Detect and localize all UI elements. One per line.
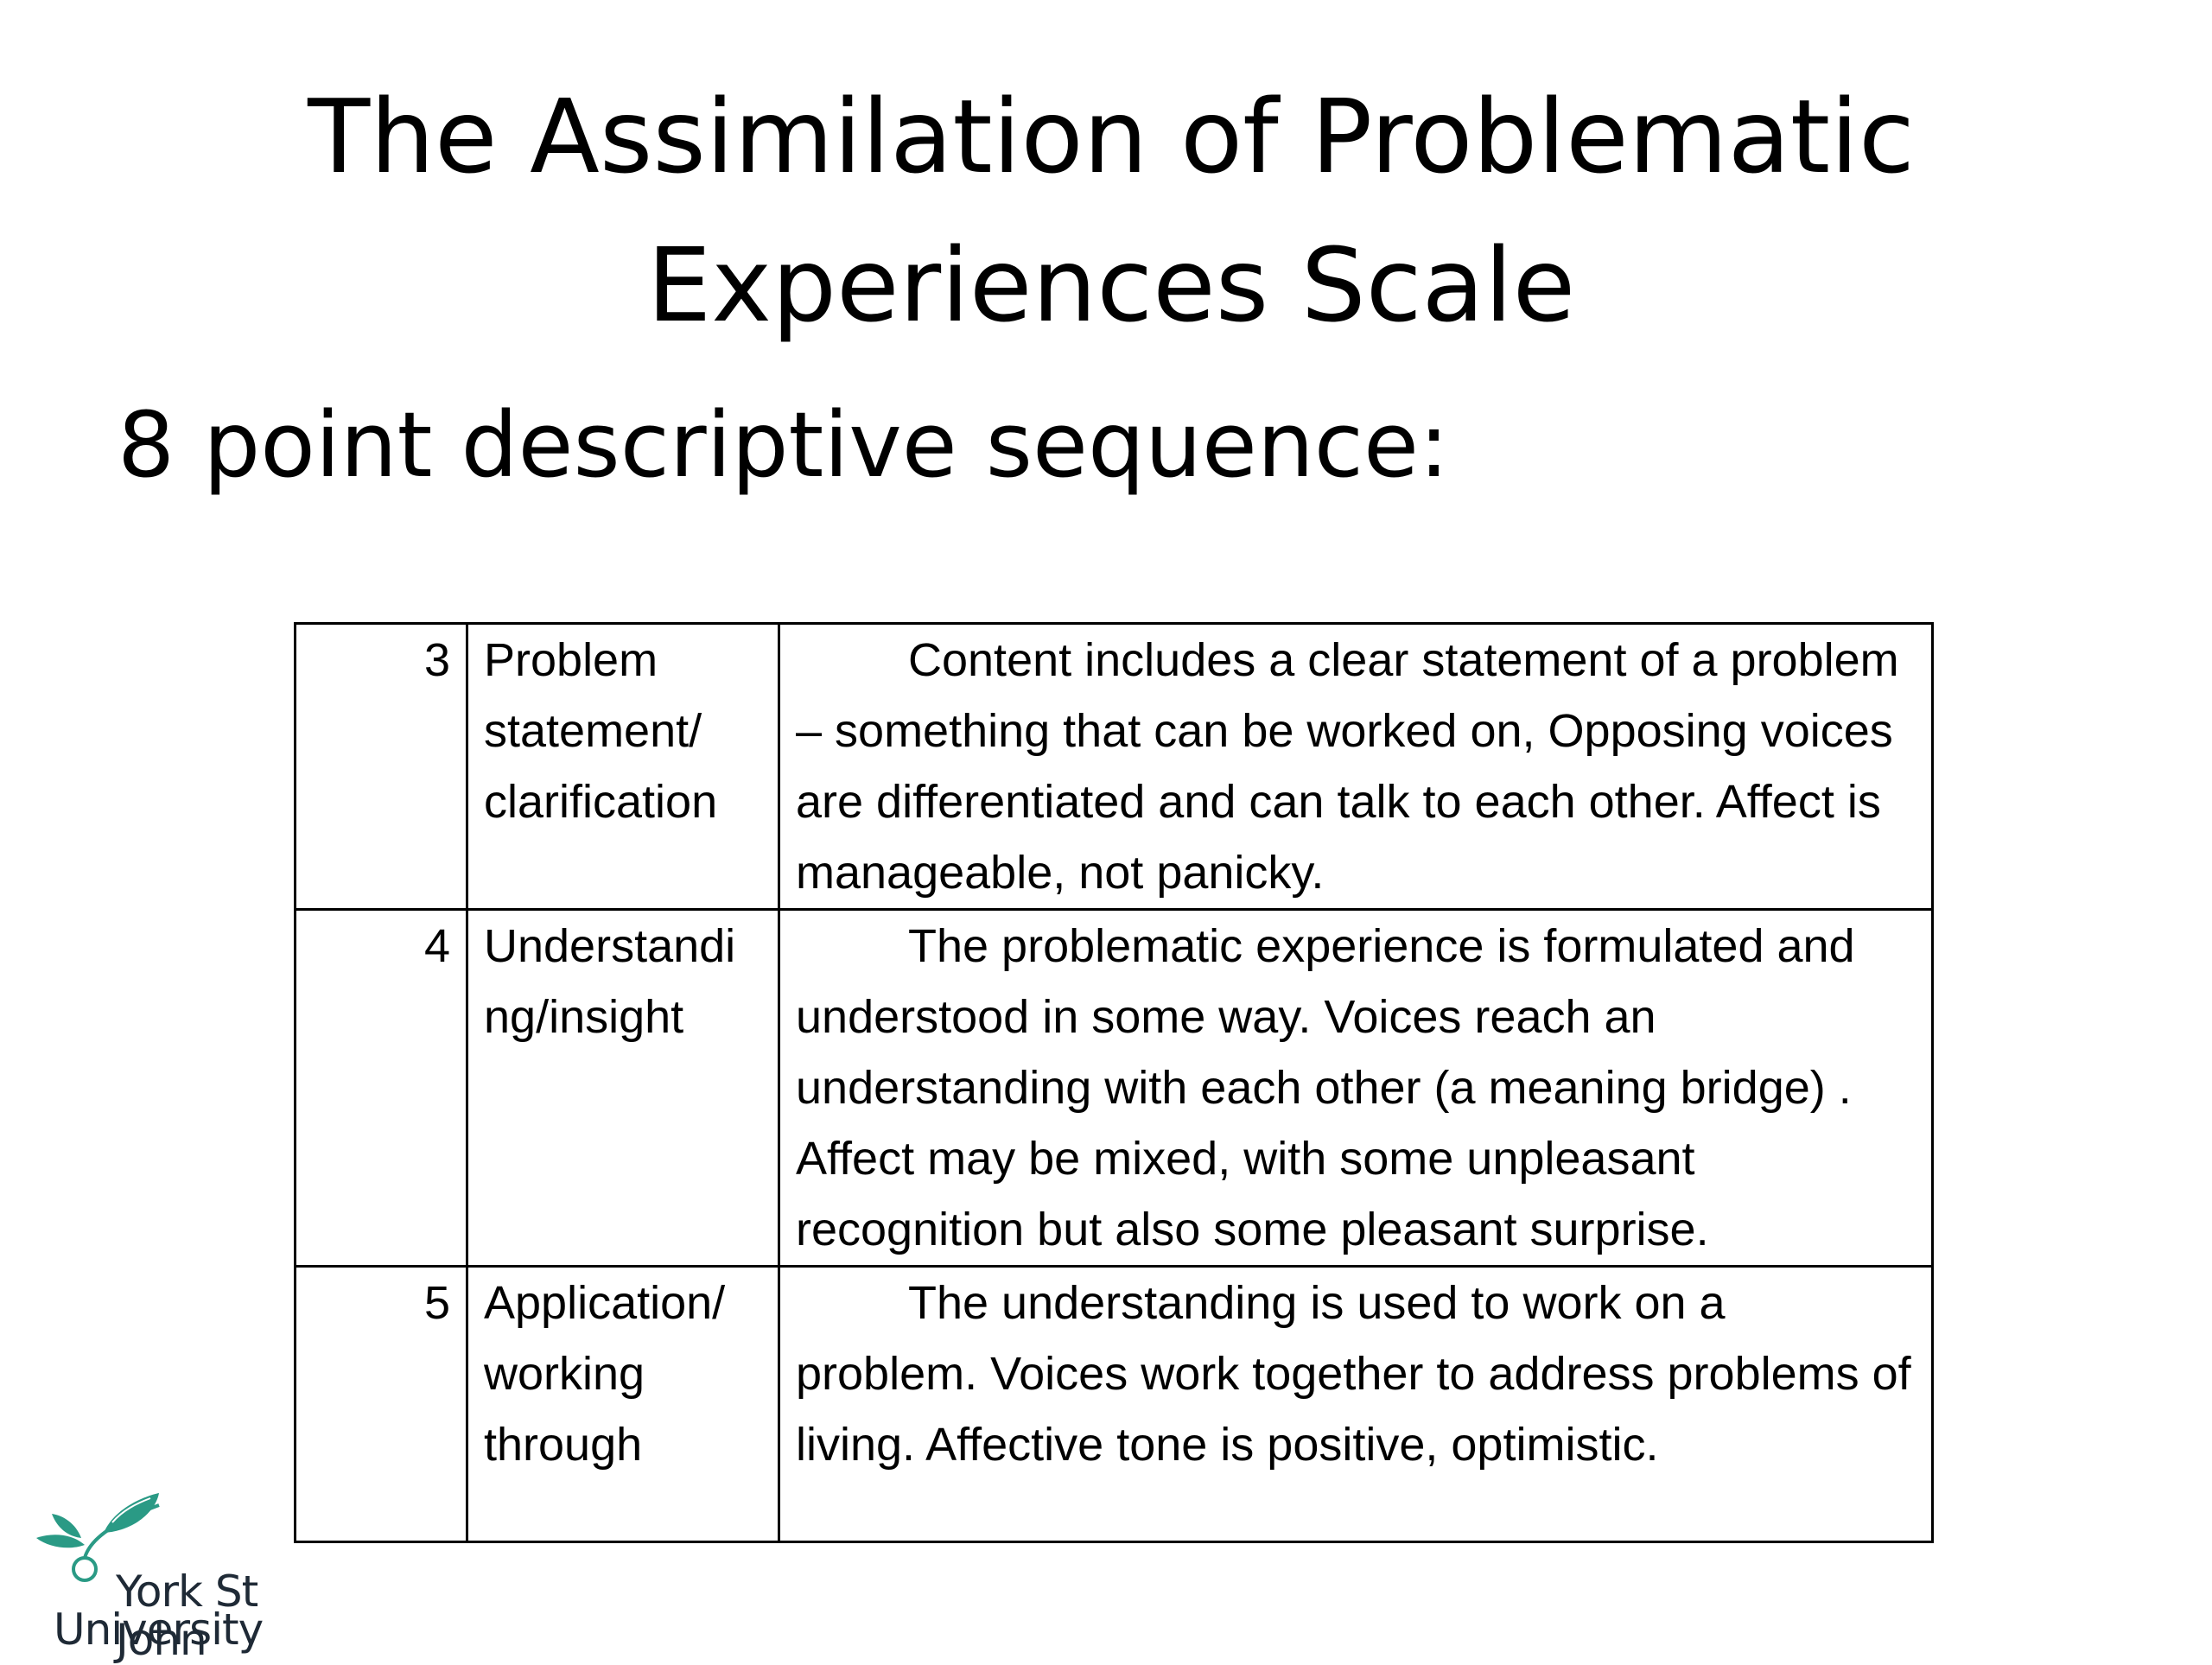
stage-number: 5 xyxy=(423,1277,450,1329)
stage-name: Understandi ng/insight xyxy=(484,920,736,1043)
slide-title-line-2: Experiences Scale xyxy=(646,226,1576,345)
table-row: 3 Problem statement/ clarification Conte… xyxy=(294,622,1934,911)
stage-description-cell: Content includes a clear statement of a … xyxy=(778,622,1934,911)
stage-number-cell: 5 xyxy=(294,1265,468,1543)
stage-number-cell: 4 xyxy=(294,908,468,1268)
table-row: 4 Understandi ng/insight The problematic… xyxy=(294,908,1934,1268)
assimilation-scale-table: 3 Problem statement/ clarification Conte… xyxy=(294,622,1934,1543)
stage-number-cell: 3 xyxy=(294,622,468,911)
stage-name-cell: Problem statement/ clarification xyxy=(466,622,780,911)
stage-name: Application/ working through xyxy=(484,1277,726,1471)
university-logo: York St John University xyxy=(29,1488,358,1664)
slide-title: The Assimilation of Problematic Experien… xyxy=(0,62,2212,359)
stage-description-cell: The understanding is used to work on a p… xyxy=(778,1265,1934,1543)
stage-description-cell: The problematic experience is formulated… xyxy=(778,908,1934,1268)
slide-title-line-1: The Assimilation of Problematic xyxy=(308,77,1915,196)
logo-text-line-2: University xyxy=(54,1605,264,1655)
stage-name-cell: Application/ working through xyxy=(466,1265,780,1543)
table-row: 5 Application/ working through The under… xyxy=(294,1265,1934,1543)
stage-name-cell: Understandi ng/insight xyxy=(466,908,780,1268)
stage-description: Content includes a clear statement of a … xyxy=(796,634,1899,899)
leaf-sprig-icon xyxy=(36,1493,160,1582)
slide-subtitle: 8 point descriptive sequence: xyxy=(118,392,1450,498)
stage-description: The problematic experience is formulated… xyxy=(796,920,1855,1255)
stage-description: The understanding is used to work on a p… xyxy=(796,1277,1911,1471)
stage-number: 3 xyxy=(423,634,450,686)
logo-text-line-1: York St John xyxy=(116,1566,258,1665)
stage-number: 4 xyxy=(423,920,450,972)
stage-name: Problem statement/ clarification xyxy=(484,634,718,828)
